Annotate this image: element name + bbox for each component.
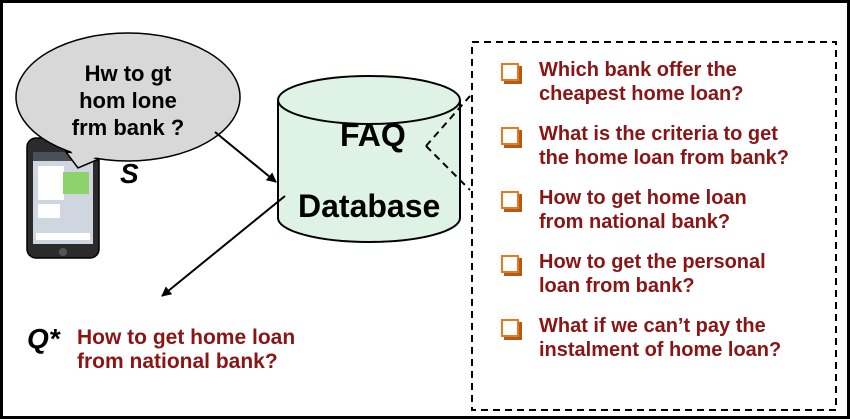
- result-label: Q*: [27, 323, 60, 354]
- arrow-to-result: [161, 195, 286, 297]
- faq-list-box: [471, 41, 837, 411]
- speech-bubble: [15, 32, 241, 169]
- checkbox-icon: [501, 191, 519, 209]
- database-title: FAQ: [340, 117, 406, 153]
- checkbox-icon: [501, 127, 519, 145]
- arrow-to-database: [214, 131, 277, 183]
- checkbox-icon: [501, 63, 519, 81]
- checkbox-icon: [501, 255, 519, 273]
- phone-icon: [26, 137, 100, 259]
- checkbox-icon: [501, 319, 519, 337]
- sms-label: S: [120, 158, 139, 189]
- callout-line-lower: [425, 145, 471, 191]
- database-subtitle: Database: [298, 188, 441, 224]
- database-cylinder: [277, 75, 461, 243]
